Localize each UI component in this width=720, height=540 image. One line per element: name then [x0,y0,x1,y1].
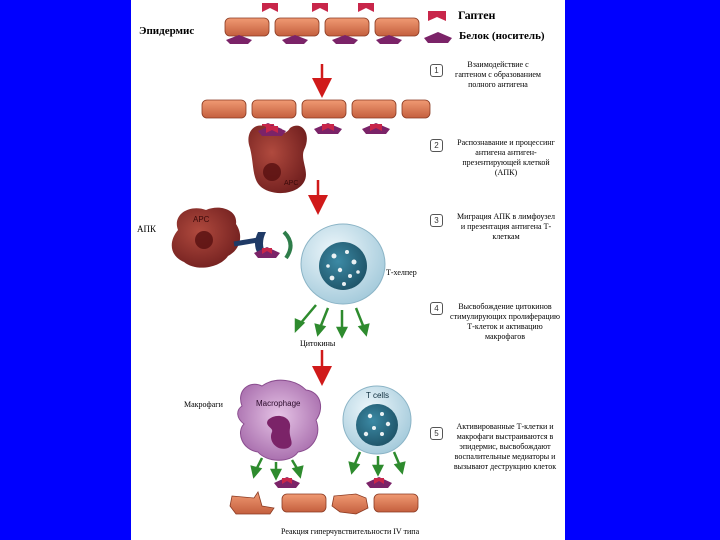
epidermis-row-1 [224,3,420,44]
mhc-receptor [233,237,259,247]
epidermis-label: Эпидермис [136,24,198,38]
apc-label: АПК [137,224,157,234]
step-5-text: Активированные Т-клетки и макрофаги выст… [450,422,560,472]
epidermis-damaged-row [229,477,419,515]
macrophage-cell [237,379,322,461]
step-3-number: 3 [430,214,443,227]
epidermis-row-2 [201,99,431,134]
carrier-legend-label: Белок (носитель) [459,30,545,42]
step-4-number: 4 [430,302,443,315]
caption: Реакция гиперчувствительности IV типа [281,527,420,536]
macrophage-cell-label: Macrophage [256,399,301,408]
step-2-text: Распознавание и процессинг антигена анти… [454,138,558,178]
macrophage-label: Макрофаги [184,400,223,409]
carrier-legend-icon [424,32,452,43]
step-2-number: 2 [430,139,443,152]
apc-large-label: APC [193,215,210,224]
step-3-text: Миграция АПК в лимфоузел и презентация а… [454,212,558,242]
tcr-receptor [282,230,293,260]
t-cell-activated [342,385,412,455]
mediator-arrows [250,451,406,481]
cytokines-label: Цитокины [300,339,336,348]
apc-small-label: APC [284,180,299,187]
cytokine-arrows-1 [294,304,370,339]
apc-large-cell [171,207,241,268]
step-5-number: 5 [430,427,443,440]
step-1-number: 1 [430,64,443,77]
step-4-text: Высвобождение цитокинов стимулирующих пр… [450,302,560,342]
hapten-legend-label: Гаптен [458,8,496,23]
t-helper-label: Т-хелпер [386,268,417,277]
tcells-label: T cells [366,391,389,400]
step-1-text: Взаимодействие с гаптеном с образованием… [452,60,544,90]
apc-small-cell [248,125,307,194]
t-helper-cell [300,223,386,305]
hapten-legend-icon [428,11,446,21]
